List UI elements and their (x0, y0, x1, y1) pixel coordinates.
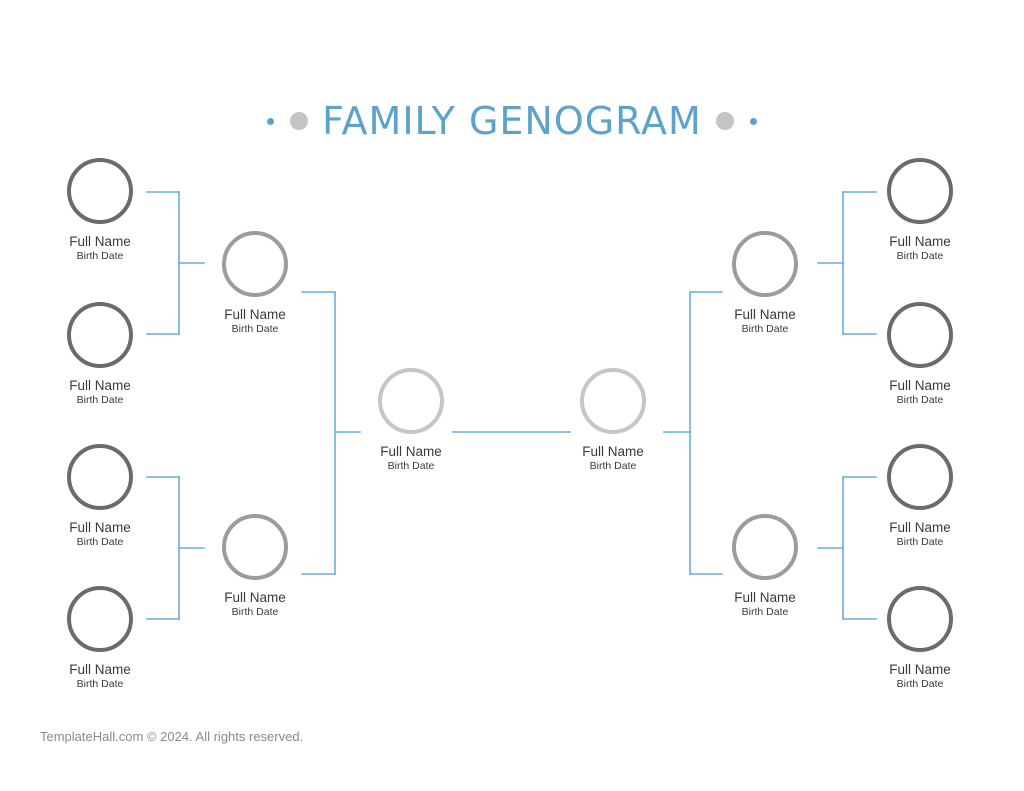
person-circle (887, 158, 953, 224)
person-circle (67, 586, 133, 652)
person-birth-date: Birth Date (231, 606, 279, 618)
person-birth-date: Birth Date (76, 678, 124, 690)
person-name: Full Name (889, 520, 951, 535)
person-birth-date: Birth Date (896, 678, 944, 690)
person-name: Full Name (734, 590, 796, 605)
person-name: Full Name (224, 307, 286, 322)
person-right-grandparent-3: Full Name Birth Date (860, 444, 980, 549)
title-dot-small-left (267, 117, 275, 125)
person-circle (887, 302, 953, 368)
person-circle (732, 514, 798, 580)
person-circle (67, 302, 133, 368)
person-name: Full Name (69, 520, 131, 535)
person-name: Full Name (889, 234, 951, 249)
person-circle (732, 231, 798, 297)
person-birth-date: Birth Date (589, 460, 637, 472)
person-birth-date: Birth Date (76, 536, 124, 548)
title-dot-small-right (749, 117, 757, 125)
person-circle (887, 586, 953, 652)
person-circle (222, 514, 288, 580)
person-right-grandparent-4: Full Name Birth Date (860, 586, 980, 691)
person-circle (222, 231, 288, 297)
page-title: FAMILY GENOGRAM (322, 99, 702, 143)
copyright-footer: TemplateHall.com © 2024. All rights rese… (40, 729, 304, 744)
title-dot-big-left (290, 112, 309, 130)
person-name: Full Name (889, 662, 951, 677)
person-birth-date: Birth Date (76, 250, 124, 262)
person-left-parent-2: Full Name Birth Date (195, 514, 315, 619)
person-right-partner: Full Name Birth Date (553, 368, 673, 473)
person-left-grandparent-1: Full Name Birth Date (40, 158, 160, 263)
person-birth-date: Birth Date (76, 394, 124, 406)
person-right-grandparent-2: Full Name Birth Date (860, 302, 980, 407)
person-right-parent-2: Full Name Birth Date (705, 514, 825, 619)
person-left-grandparent-3: Full Name Birth Date (40, 444, 160, 549)
person-left-grandparent-4: Full Name Birth Date (40, 586, 160, 691)
person-birth-date: Birth Date (896, 250, 944, 262)
person-right-grandparent-1: Full Name Birth Date (860, 158, 980, 263)
person-circle (67, 444, 133, 510)
title-row: FAMILY GENOGRAM (0, 96, 1024, 146)
person-circle (887, 444, 953, 510)
person-birth-date: Birth Date (231, 323, 279, 335)
person-left-partner: Full Name Birth Date (351, 368, 471, 473)
person-name: Full Name (582, 444, 644, 459)
person-right-parent-1: Full Name Birth Date (705, 231, 825, 336)
person-circle (378, 368, 444, 434)
person-circle (67, 158, 133, 224)
person-name: Full Name (69, 234, 131, 249)
person-birth-date: Birth Date (741, 606, 789, 618)
person-name: Full Name (889, 378, 951, 393)
person-name: Full Name (734, 307, 796, 322)
person-left-grandparent-2: Full Name Birth Date (40, 302, 160, 407)
person-left-parent-1: Full Name Birth Date (195, 231, 315, 336)
title-dot-big-right (715, 112, 734, 130)
person-birth-date: Birth Date (387, 460, 435, 472)
person-birth-date: Birth Date (896, 394, 944, 406)
person-name: Full Name (380, 444, 442, 459)
person-name: Full Name (69, 378, 131, 393)
person-birth-date: Birth Date (896, 536, 944, 548)
person-birth-date: Birth Date (741, 323, 789, 335)
person-name: Full Name (224, 590, 286, 605)
person-circle (580, 368, 646, 434)
person-name: Full Name (69, 662, 131, 677)
